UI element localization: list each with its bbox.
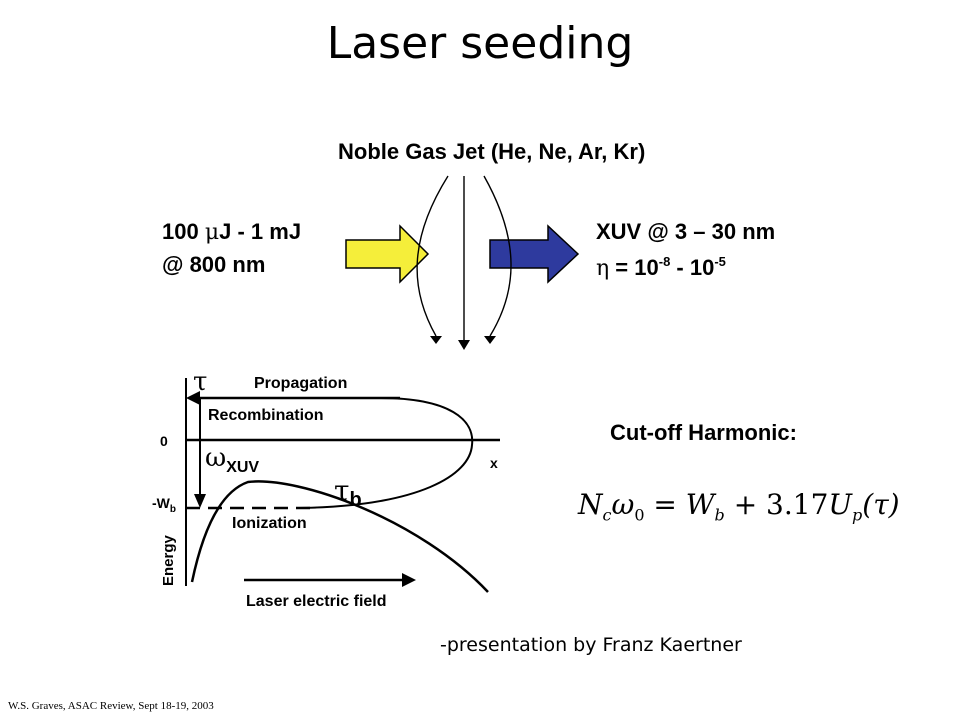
electron-trajectory <box>299 397 474 509</box>
gas-jet-center-arrowhead <box>458 340 470 350</box>
wb-label: -Wb <box>152 495 176 515</box>
gas-jet-right-curve <box>483 175 512 337</box>
potential-curve <box>190 480 489 593</box>
presentation-credit: -presentation by Franz Kaertner <box>440 634 742 656</box>
propagation-arrowhead <box>186 391 200 405</box>
laser-field-arrowhead <box>402 573 416 587</box>
ionization-label: Ionization <box>232 515 307 532</box>
cutoff-harmonic-label: Cut-off Harmonic: <box>610 420 797 445</box>
zero-label: 0 <box>160 433 168 449</box>
input-energy: 100 μJ - 1 mJ <box>162 219 302 245</box>
x-axis-label: x <box>490 455 498 471</box>
omega-xuv-label: ωXUV <box>205 443 259 476</box>
output-xuv-label: XUV @ 3 – 30 nm η = 10-8 - 10-5 <box>596 216 796 285</box>
tau-b-label: τb <box>334 474 362 511</box>
tau-label: τ <box>193 367 207 397</box>
time-arrowhead <box>194 494 206 508</box>
propagation-label: Propagation <box>254 375 347 392</box>
efficiency: η = 10-8 - 10-5 <box>596 254 726 281</box>
energy-label: Energy <box>160 534 177 586</box>
footer-citation: W.S. Graves, ASAC Review, Sept 18-19, 20… <box>8 700 214 712</box>
gas-jet-right-arrowhead <box>484 336 496 344</box>
slide-title: Laser seeding <box>326 18 634 69</box>
gas-jet-label: Noble Gas Jet (He, Ne, Ar, Kr) <box>338 139 646 164</box>
output-arrow <box>489 224 580 284</box>
input-arrow <box>345 224 430 284</box>
recombination-label: Recombination <box>208 407 324 424</box>
laser-field-label: Laser electric field <box>246 593 387 610</box>
input-laser-label: 100 μJ - 1 mJ @ 800 nm <box>162 216 352 281</box>
input-wavelength: @ 800 nm <box>162 252 266 277</box>
output-range: XUV @ 3 – 30 nm <box>596 219 776 244</box>
gas-jet-left-arrowhead <box>430 336 442 344</box>
gas-jet-left-curve <box>416 175 449 337</box>
cutoff-formula: Ncω0 = Wb + 3.17Up(τ) <box>578 488 900 525</box>
